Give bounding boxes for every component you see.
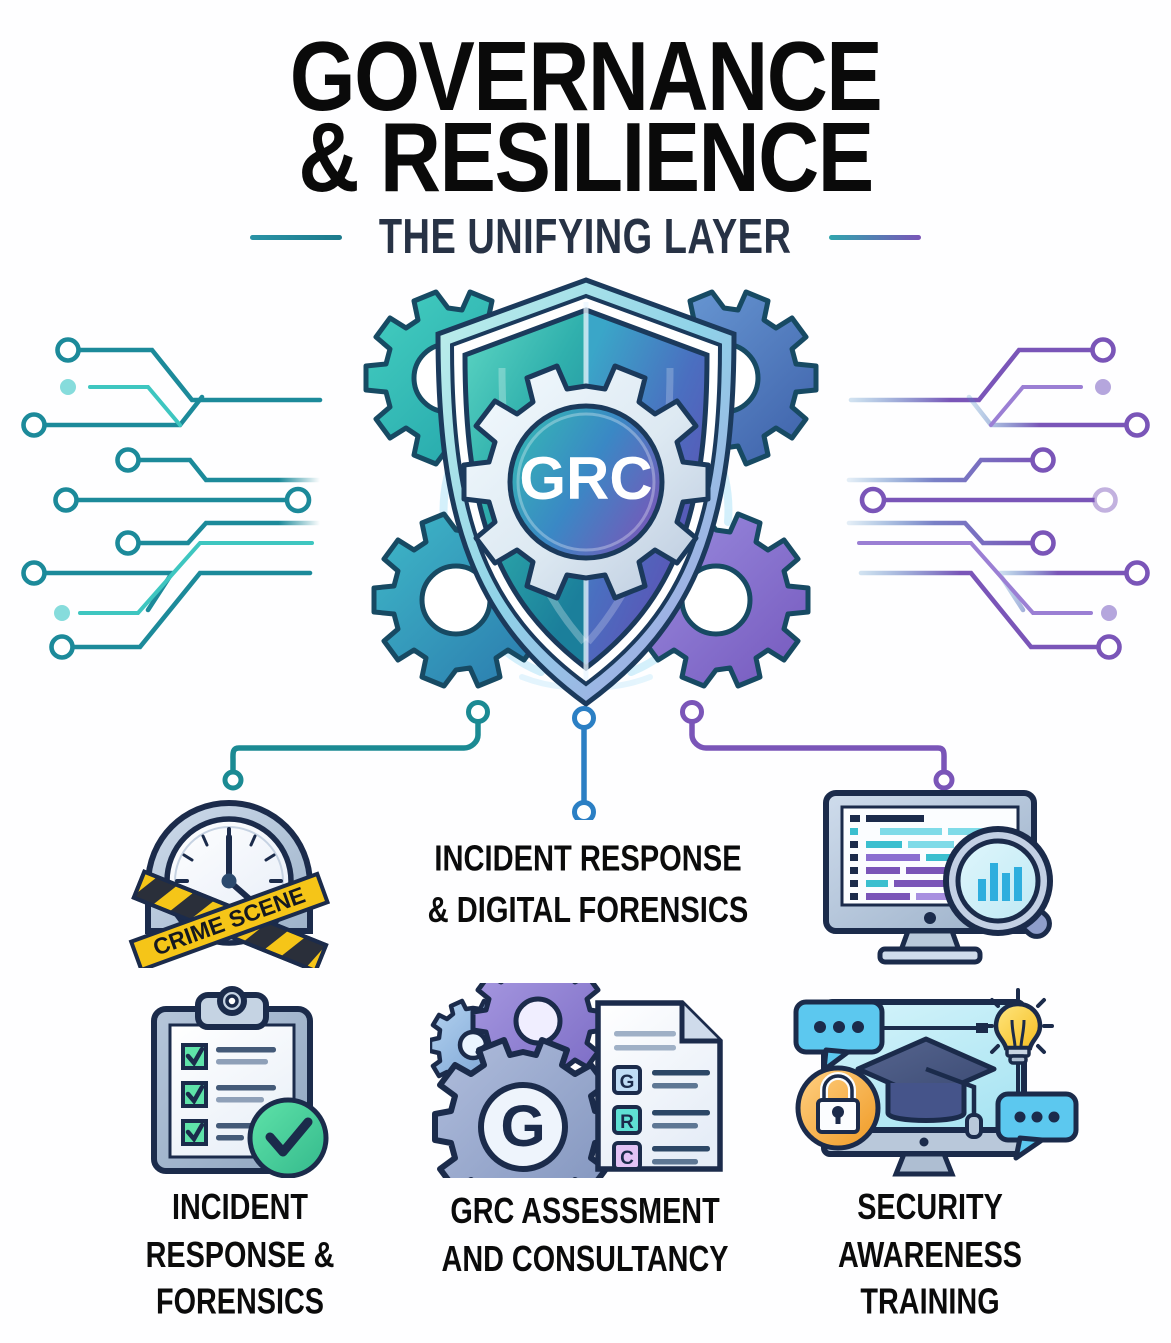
doc-badge-r: R xyxy=(620,1112,634,1133)
grc-center-label: GRC xyxy=(519,445,652,512)
featured-label-line-1: INCIDENT RESPONSE xyxy=(434,839,742,879)
circuit-trace-left-icon xyxy=(20,325,340,670)
card-label-line-2: AND CONSULTANCY xyxy=(441,1239,729,1279)
crime-scene-clock-icon: CRIME SCENE xyxy=(122,793,337,974)
card-label-line-3: FORENSICS xyxy=(155,1282,325,1323)
connector-left-line xyxy=(230,719,481,775)
divider-line-teal-icon xyxy=(250,235,343,240)
center-gear-icon: GRC xyxy=(461,363,710,601)
monitor-magnifier-icon xyxy=(812,787,1082,972)
gears-document-icon: G G R xyxy=(390,978,780,1178)
featured-service-label: INCIDENT RESPONSE & DIGITAL FORENSICS xyxy=(392,834,784,936)
service-card-security-training[interactable]: SECURITY AWARENESS TRAINING xyxy=(735,978,1125,1322)
featured-label-line-2: & DIGITAL FORENSICS xyxy=(427,890,749,930)
subtitle-text: THE UNIFYING LAYER xyxy=(379,210,792,264)
title-line-1: GOVERNANCE xyxy=(289,21,883,132)
service-card-incident-response[interactable]: INCIDENT RESPONSE & FORENSICS xyxy=(45,978,435,1322)
grc-shield-emblem: GRC xyxy=(326,272,846,727)
card-label-line-1: SECURITY xyxy=(857,1187,1003,1228)
clipboard-checklist-icon xyxy=(45,978,435,1178)
card-label-line-2: RESPONSE & xyxy=(145,1235,335,1275)
divider-line-gradient-icon xyxy=(828,235,921,240)
doc-badge-g: G xyxy=(620,1072,635,1093)
security-training-monitor-icon xyxy=(735,978,1125,1178)
card-label-line-1: GRC ASSESSMENT xyxy=(450,1191,720,1232)
service-card-label: SECURITY AWARENESS TRAINING xyxy=(743,1184,1117,1327)
doc-badge-c: C xyxy=(620,1148,634,1169)
service-card-label: INCIDENT RESPONSE & FORENSICS xyxy=(53,1184,427,1327)
card-label-line-2: AWARENESS xyxy=(837,1235,1023,1275)
connector-lines xyxy=(0,690,1171,825)
service-card-label: GRC ASSESSMENT AND CONSULTANCY xyxy=(398,1188,772,1283)
service-card-grc-assessment[interactable]: G G R xyxy=(390,978,780,1279)
card-label-line-3: TRAINING xyxy=(860,1282,1000,1323)
connector-right-line xyxy=(689,719,947,775)
title-line-2: & RESILIENCE xyxy=(298,102,874,212)
featured-service-row: CRIME SCENE INCIDENT RESPONSE & DIGITAL … xyxy=(0,785,1171,975)
subtitle-row: THE UNIFYING LAYER xyxy=(0,210,1171,264)
big-gear-letter: G xyxy=(500,1094,545,1159)
page-title: GOVERNANCE & RESILIENCE xyxy=(0,21,1171,206)
card-label-line-1: INCIDENT xyxy=(171,1187,308,1228)
circuit-trace-right-icon xyxy=(831,325,1151,670)
